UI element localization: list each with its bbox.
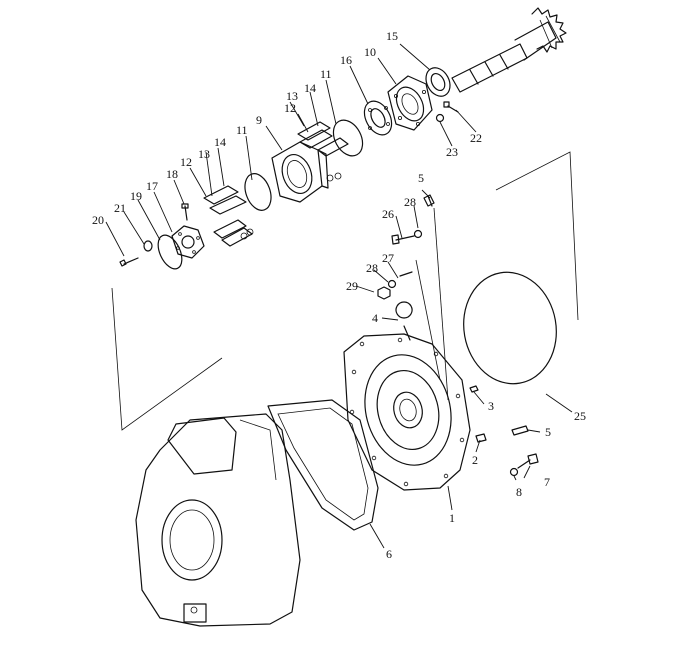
washer-28-upper — [413, 229, 423, 239]
callout-1: 1 — [449, 511, 455, 525]
washer-23 — [435, 113, 445, 123]
callout-10: 10 — [364, 45, 376, 59]
callout-28-lower: 28 — [366, 261, 378, 275]
callout-11-lower: 11 — [236, 123, 248, 137]
nut-29 — [377, 286, 391, 300]
pin-3 — [469, 385, 479, 393]
o-ring-25 — [463, 271, 557, 385]
o-ring-11-upper — [332, 119, 364, 157]
bolt-7 — [517, 453, 539, 469]
callout-12-upper: 12 — [284, 101, 296, 115]
washer-28-lower — [387, 279, 397, 289]
callout-3: 3 — [488, 399, 494, 413]
callout-4: 4 — [372, 311, 378, 325]
eye-bolt-4 — [395, 301, 413, 341]
callout-9: 9 — [256, 113, 262, 127]
callout-11-upper: 11 — [320, 67, 332, 81]
bolt-27 — [399, 271, 413, 277]
washer-21 — [143, 240, 153, 252]
callout-5-lower: 5 — [545, 425, 551, 439]
callout-20: 20 — [92, 213, 104, 227]
callout-16: 16 — [340, 53, 352, 67]
callout-22: 22 — [470, 131, 482, 145]
bevel-pinion-shaft — [451, 7, 567, 93]
pin-2 — [475, 433, 487, 443]
gasket-6 — [267, 399, 379, 531]
callout-13-lower: 13 — [198, 147, 210, 161]
lock-washer-19 — [157, 234, 183, 270]
bolt-18 — [181, 203, 189, 221]
callout-6: 6 — [386, 547, 392, 561]
transmission-case — [135, 413, 301, 627]
shims-lower — [203, 185, 254, 247]
callout-15: 15 — [386, 29, 398, 43]
callout-23: 23 — [446, 145, 458, 159]
washer-8 — [509, 467, 519, 477]
lock-nut-17 — [171, 225, 205, 259]
callout-21: 21 — [114, 201, 126, 215]
bolt-26 — [391, 234, 415, 245]
callout-26: 26 — [382, 207, 394, 221]
callout-19: 19 — [130, 189, 142, 203]
callout-18: 18 — [166, 167, 178, 181]
assembly-frame-upper — [111, 287, 223, 431]
cover-1 — [343, 333, 471, 491]
callout-17: 17 — [146, 179, 158, 193]
callout-27: 27 — [382, 251, 394, 265]
assembly-line-1 — [433, 207, 449, 401]
retainer-10 — [387, 75, 433, 131]
callout-5-upper: 5 — [418, 171, 424, 185]
callout-7: 7 — [544, 475, 550, 489]
bearing-16 — [363, 100, 393, 136]
leader-lines — [105, 43, 573, 549]
callout-14-lower: 14 — [214, 135, 226, 149]
callout-29: 29 — [346, 279, 358, 293]
callout-13-upper: 13 — [286, 89, 298, 103]
pin-5-lower — [511, 425, 529, 436]
o-ring-11-lower — [244, 173, 272, 211]
callout-25: 25 — [574, 409, 586, 423]
bearing-15 — [425, 67, 451, 97]
assembly-frame-right — [495, 151, 579, 321]
callout-28-upper: 28 — [404, 195, 416, 209]
bolt-20 — [119, 257, 139, 267]
callout-8: 8 — [516, 485, 522, 499]
assembly-line-2 — [415, 259, 441, 381]
callout-14-upper: 14 — [304, 81, 316, 95]
callout-2: 2 — [472, 453, 478, 467]
callout-12-lower: 12 — [180, 155, 192, 169]
cage-9 — [271, 141, 329, 203]
